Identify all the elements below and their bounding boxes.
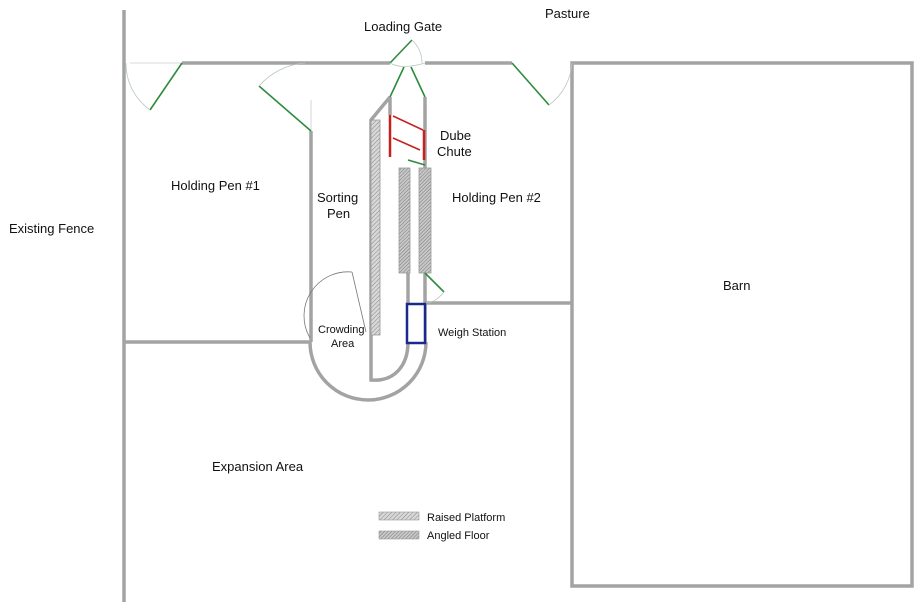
label-loading-gate: Loading Gate: [364, 19, 442, 34]
label-dube-chute-2: Chute: [437, 144, 472, 159]
angled-floor-left: [398, 167, 411, 274]
label-sorting-pen-2: Pen: [327, 206, 350, 221]
pen2-gate[interactable]: [424, 272, 445, 293]
angled-floor-right: [418, 167, 432, 274]
dube-chute: [388, 115, 426, 160]
label-holding-pen-1: Holding Pen #1: [171, 178, 260, 193]
label-barn: Barn: [723, 278, 750, 293]
label-holding-pen-2: Holding Pen #2: [452, 190, 541, 205]
legend-raised-platform: Raised Platform: [427, 512, 505, 524]
gates[interactable]: [125, 39, 573, 339]
sorting-pen-gate[interactable]: [258, 85, 312, 132]
barn-outline: [570, 61, 914, 588]
label-crowding-area-2: Area: [331, 338, 355, 350]
label-weigh-station: Weigh Station: [438, 327, 506, 339]
label-dube-chute: Dube: [440, 128, 471, 143]
label-sorting-pen: Sorting: [317, 190, 358, 205]
pasture-gate[interactable]: [511, 62, 550, 106]
legend-raised-platform-swatch: [378, 511, 420, 521]
raised-platform: [370, 119, 381, 336]
sorting-pen-inner-wall: [369, 95, 410, 382]
legend-angled-floor-swatch: [378, 530, 420, 540]
label-existing-fence: Existing Fence: [9, 221, 94, 236]
weigh-station[interactable]: [405, 302, 427, 345]
label-pasture: Pasture: [545, 6, 590, 21]
pen1-top-gate[interactable]: [149, 62, 183, 111]
loading-gate[interactable]: [389, 39, 413, 64]
label-crowding-area: Crowding: [318, 324, 364, 336]
crowding-area-curve: [308, 341, 428, 402]
walls: [122, 10, 914, 602]
legend-angled-floor: Angled Floor: [427, 530, 490, 542]
loading-gate-right-leaf[interactable]: [410, 66, 426, 98]
legend: Raised Platform Angled Floor: [378, 511, 505, 542]
chute-exit-gate[interactable]: [407, 159, 426, 166]
label-expansion-area: Expansion Area: [212, 459, 304, 474]
crowding-gate[interactable]: [351, 271, 367, 333]
loading-gate-left-leaf[interactable]: [389, 66, 405, 98]
